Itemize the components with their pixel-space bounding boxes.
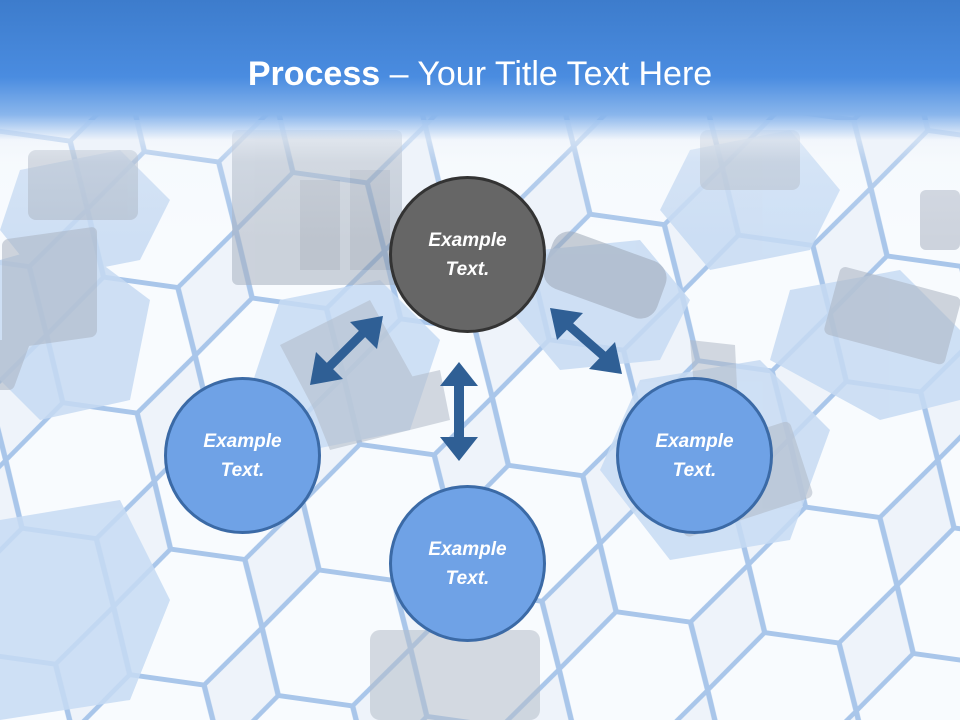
phone-icon [543, 231, 667, 319]
node-left-line1: Example [203, 430, 282, 452]
node-right-line2: Text. [672, 459, 717, 481]
arrow-left-diagonal [310, 316, 383, 385]
node-bottom-line1: Example [428, 538, 507, 560]
node-right-line1: Example [655, 430, 734, 452]
node-left: Example Text. [164, 377, 321, 534]
tablet-icon [370, 630, 540, 720]
node-right: Example Text. [616, 377, 773, 534]
node-left-line2: Text. [220, 459, 265, 481]
laptop-icon [280, 300, 450, 450]
node-bottom-line2: Text. [445, 567, 490, 589]
node-top-line1: Example [428, 229, 507, 251]
arrow-vertical [440, 362, 478, 461]
node-top-line2: Text. [445, 258, 490, 280]
node-bottom: Example Text. [389, 485, 546, 642]
node-top: Example Text. [389, 176, 546, 333]
header-band [0, 0, 960, 140]
arrow-right-diagonal [550, 308, 622, 374]
slide-title: Process – Your Title Text Here [0, 52, 960, 96]
title-bold: Process [247, 55, 381, 93]
title-rest: – Your Title Text Here [380, 55, 713, 93]
